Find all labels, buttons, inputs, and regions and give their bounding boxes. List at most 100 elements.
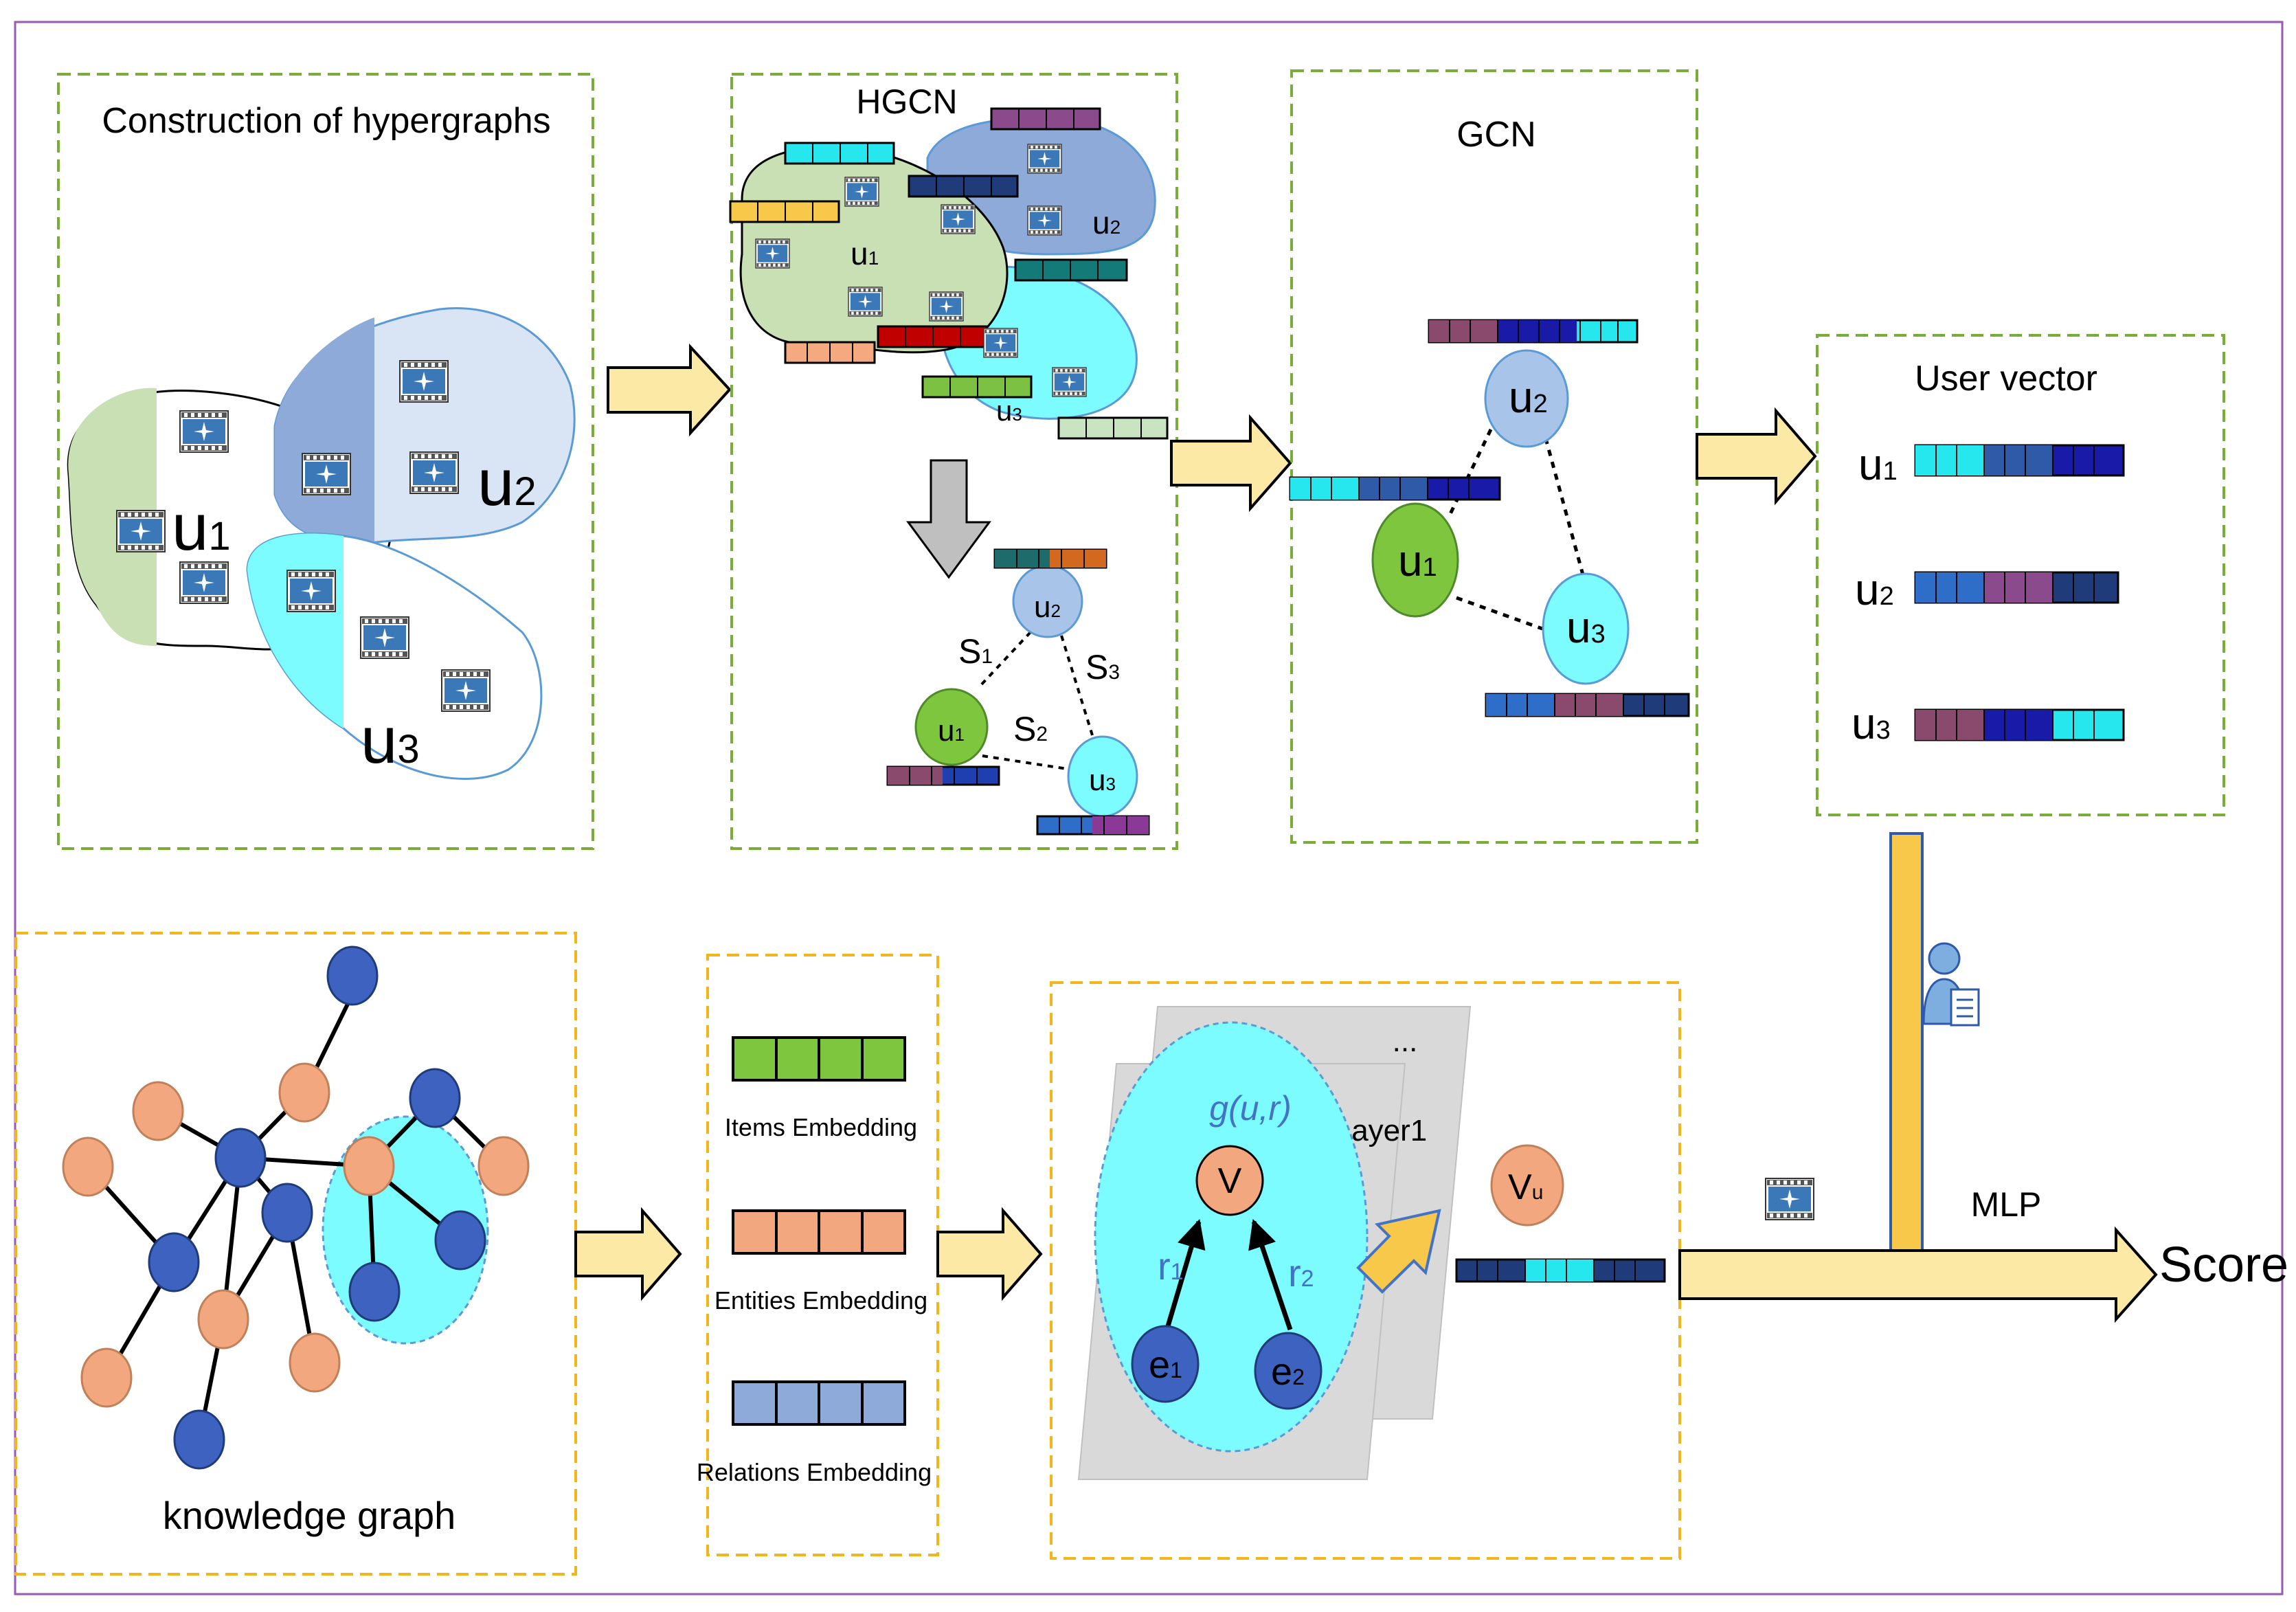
uv-u1-label: u xyxy=(1858,440,1883,489)
film-icon xyxy=(116,510,166,552)
s3-subscript: 3 xyxy=(1108,661,1120,684)
mlp-label: MLP xyxy=(1971,1185,2042,1224)
score-arrow xyxy=(1678,1226,2158,1323)
user-vector-bar-u1 xyxy=(1914,444,2125,477)
film-icon xyxy=(756,239,789,268)
hgcn-panel: HGCN xyxy=(729,73,1178,850)
hgcn-u2-label: u xyxy=(1092,205,1110,240)
film-icon xyxy=(360,616,409,659)
hgcn-mini-graph: u2 u1 u3 S1 S2 S3 xyxy=(886,548,1150,836)
r2-label: r xyxy=(1288,1251,1301,1295)
svg-text:u1: u1 xyxy=(1398,536,1437,585)
film-icon xyxy=(179,410,229,453)
r2-subscript: 2 xyxy=(1301,1266,1314,1292)
svg-text:u3: u3 xyxy=(1566,603,1606,652)
knowledge-graph-panel: knowledge graph xyxy=(14,932,577,1576)
film-icon xyxy=(1028,206,1061,235)
outer-border xyxy=(14,21,2284,1596)
mini-u1-subscript: 1 xyxy=(954,724,964,745)
gcn-panel: GCN u2 u1 u3 xyxy=(1289,69,1698,844)
svg-text:r1: r1 xyxy=(1158,1244,1184,1288)
mini-u2-label: u xyxy=(1034,590,1050,624)
film-icon xyxy=(930,292,963,321)
mini-u2-subscript: 2 xyxy=(1050,601,1060,621)
vu-label: V xyxy=(1508,1167,1532,1207)
film-icon xyxy=(286,570,336,612)
gcn-title: GCN xyxy=(1456,115,1536,155)
svg-text:e2: e2 xyxy=(1271,1350,1305,1393)
film-icon xyxy=(441,669,491,712)
flow-arrow xyxy=(1170,414,1292,513)
film-icon xyxy=(848,287,882,316)
gcn-u2-label: u xyxy=(1509,372,1533,422)
svg-text:u1: u1 xyxy=(938,714,965,748)
u3-subscript: 3 xyxy=(397,727,419,772)
s2-subscript: 2 xyxy=(1036,723,1048,746)
mini-u3-subscript: 3 xyxy=(1105,774,1115,794)
layers-panel: ... Layer1 g(u,r) V e1 e2 r1 r2 Vu xyxy=(1050,981,1681,1560)
film-icon xyxy=(845,177,879,206)
gcn-u3-label: u xyxy=(1566,603,1591,652)
uv-u2-label: u xyxy=(1855,565,1880,614)
film-icon xyxy=(409,451,459,494)
knowledge-graph-label: knowledge graph xyxy=(163,1494,456,1537)
svg-text:u3: u3 xyxy=(1089,763,1116,797)
user-vector-bar-u2 xyxy=(1914,571,2119,604)
svg-text:u3: u3 xyxy=(1852,699,1891,748)
flow-arrow xyxy=(607,343,732,437)
gcn-u2-subscript: 2 xyxy=(1533,390,1548,418)
mini-u1-label: u xyxy=(938,714,954,748)
film-icon xyxy=(984,328,1017,357)
u2-label: u xyxy=(477,446,514,519)
hgcn-u3-subscript: 3 xyxy=(1012,404,1022,425)
e1-label: e xyxy=(1149,1343,1170,1386)
vu-subscript: u xyxy=(1532,1181,1544,1204)
u1-subscript: 1 xyxy=(208,514,230,559)
film-icon xyxy=(1053,368,1086,396)
gcn-u1-subscript: 1 xyxy=(1423,553,1437,582)
svg-text:S2: S2 xyxy=(1013,710,1048,748)
svg-text:u1: u1 xyxy=(851,236,879,271)
uv-u3-label: u xyxy=(1852,699,1876,748)
svg-text:S3: S3 xyxy=(1085,648,1120,686)
hgcn-title: HGCN xyxy=(856,82,957,121)
s1-subscript: 1 xyxy=(981,645,993,668)
diagonal-arrow-icon xyxy=(1356,1209,1441,1294)
film-icon xyxy=(1765,1178,1814,1220)
relations-embedding-label: Relations Embedding xyxy=(697,1458,932,1486)
svg-text:u3: u3 xyxy=(361,704,420,777)
svg-text:S1: S1 xyxy=(958,632,993,671)
svg-text:u2: u2 xyxy=(1034,590,1061,624)
film-icon xyxy=(1028,144,1061,173)
u2-subscript: 2 xyxy=(514,469,536,514)
r1-label: r xyxy=(1158,1244,1171,1288)
uv-u1-subscript: 1 xyxy=(1883,457,1898,486)
svg-text:u2: u2 xyxy=(1092,205,1121,240)
user-vector-title: User vector xyxy=(1915,359,2097,399)
svg-text:u2: u2 xyxy=(1509,372,1548,422)
svg-text:u2: u2 xyxy=(1855,565,1894,614)
film-icon xyxy=(941,205,975,234)
svg-text:u3: u3 xyxy=(996,394,1022,427)
user-vector-panel: User vector u1 u2 u3 xyxy=(1816,334,2225,816)
film-icon xyxy=(179,561,229,604)
construction-title: Construction of hypergraphs xyxy=(102,101,550,141)
g-ur-label: g(u,r) xyxy=(1209,1089,1291,1128)
embeddings-panel: Items Embedding Entities Embedding Relat… xyxy=(697,954,939,1556)
entities-embedding-label: Entities Embedding xyxy=(714,1286,927,1314)
e2-subscript: 2 xyxy=(1292,1365,1305,1389)
r1-subscript: 1 xyxy=(1171,1259,1184,1285)
hgcn-u1-label: u xyxy=(851,236,868,271)
flow-arrow xyxy=(936,1207,1043,1301)
film-icon xyxy=(302,453,351,495)
svg-text:u2: u2 xyxy=(477,446,537,519)
hgcn-u2-subscript: 2 xyxy=(1110,216,1121,238)
s2-label: S xyxy=(1013,710,1036,748)
u1-label: u xyxy=(172,491,208,564)
uv-u2-subscript: 2 xyxy=(1880,582,1894,611)
svg-text:u1: u1 xyxy=(172,491,231,564)
flow-arrow xyxy=(1696,407,1817,506)
svg-text:u1: u1 xyxy=(1858,440,1898,489)
u3-label: u xyxy=(361,704,397,777)
